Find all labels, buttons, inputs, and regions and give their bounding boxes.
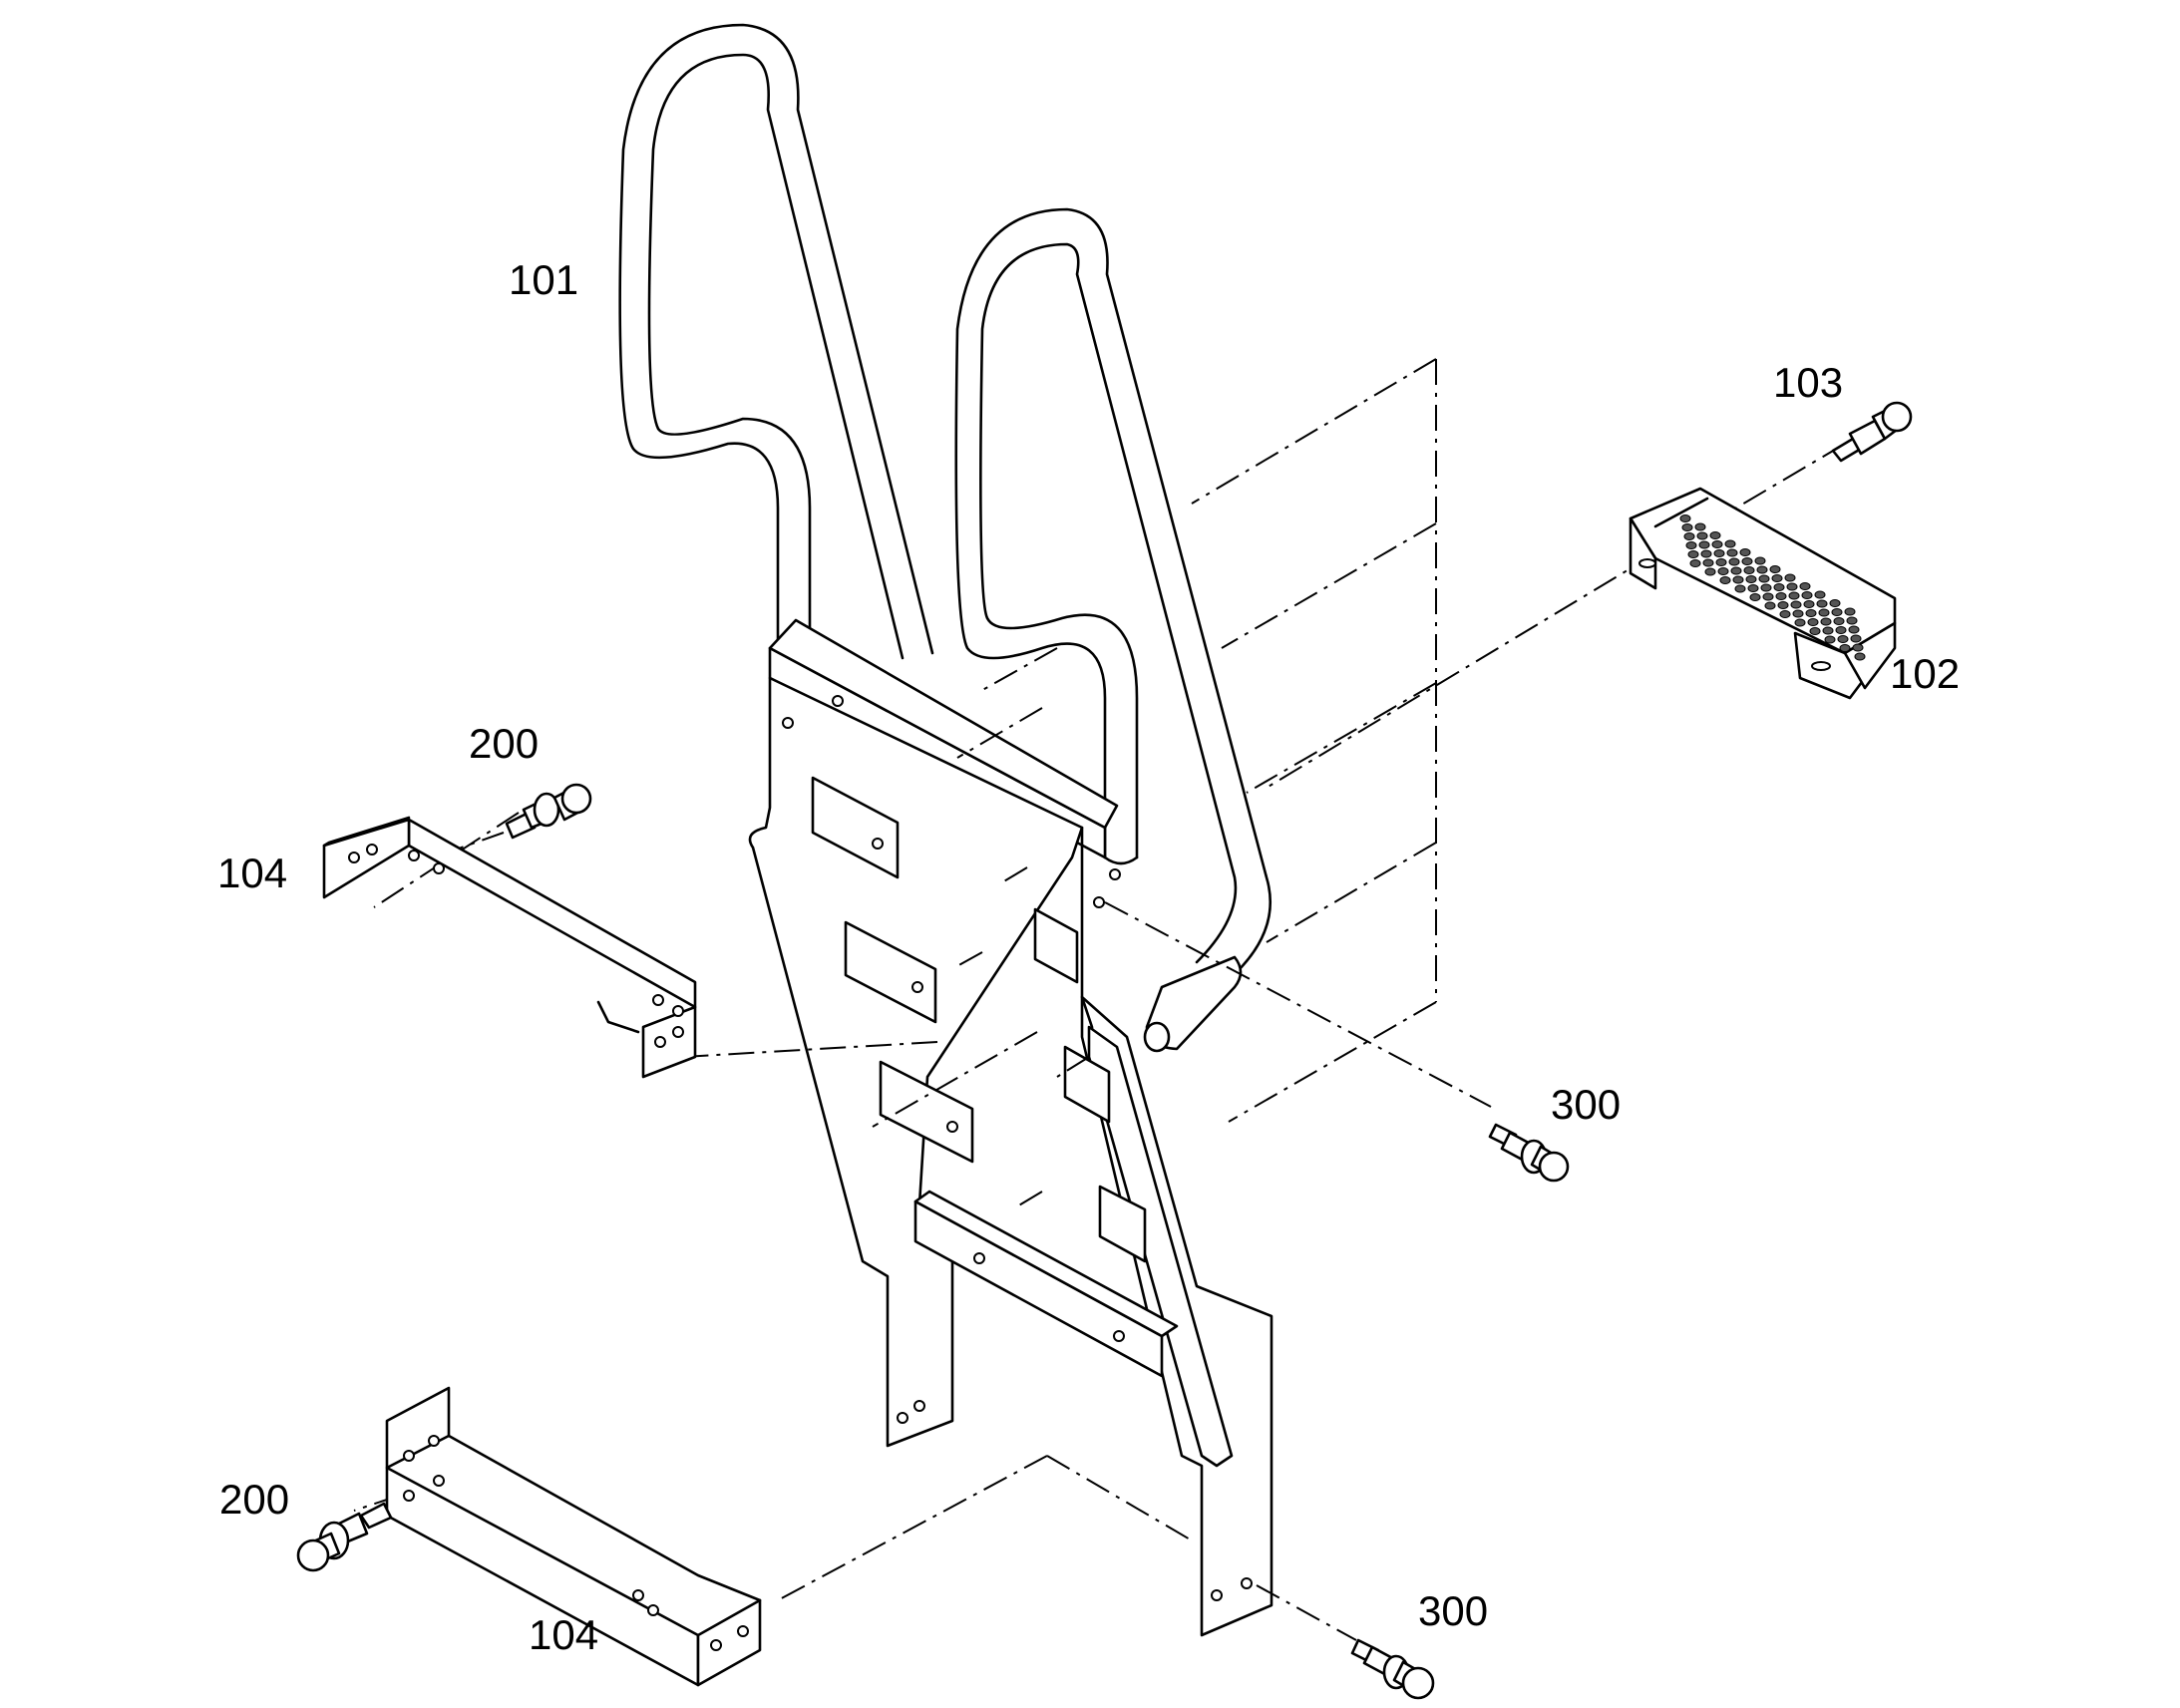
bolt-300-upper: [1488, 1123, 1570, 1183]
callout-200-upper: 200: [469, 720, 539, 767]
tread-hole: [1698, 540, 1710, 549]
tread-hole: [1854, 652, 1866, 661]
tread-hole: [1689, 559, 1701, 567]
tread-hole: [1814, 590, 1826, 599]
tread-hole: [1788, 591, 1800, 600]
tread-hole: [1715, 558, 1727, 566]
tread-hole: [1732, 575, 1744, 584]
tread-hole: [1848, 625, 1860, 634]
tread-hole: [1784, 573, 1796, 582]
tread-hole: [1816, 599, 1828, 608]
tread-hole: [1734, 584, 1746, 593]
step-tread-pattern: [1679, 514, 1866, 661]
tread-hole: [1779, 610, 1791, 618]
tread-hole: [1711, 540, 1723, 548]
tread-hole: [1850, 634, 1862, 643]
callout-200-lower: 200: [219, 1476, 289, 1523]
tread-hole: [1769, 565, 1781, 573]
callout-104-lower: 104: [529, 1611, 598, 1658]
tread-hole: [1837, 635, 1849, 643]
tread-hole: [1846, 616, 1858, 625]
tread-hole: [1741, 557, 1753, 565]
handrail-left: [618, 23, 934, 660]
tread-hole: [1833, 617, 1845, 625]
tread-hole: [1702, 558, 1714, 567]
callout-102: 102: [1890, 650, 1960, 697]
tread-hole: [1696, 531, 1708, 540]
tread-hole: [1790, 600, 1802, 609]
tread-hole: [1687, 550, 1699, 558]
tread-hole: [1822, 626, 1834, 635]
tread-hole: [1724, 539, 1736, 548]
bolt-200-lower: [296, 1502, 393, 1572]
callout-101: 101: [509, 256, 578, 303]
tread-hole: [1730, 566, 1742, 575]
callout-300-upper: 300: [1551, 1081, 1621, 1128]
callout-104-upper: 104: [217, 850, 287, 896]
tread-hole: [1756, 565, 1768, 574]
bolt-103: [1831, 401, 1913, 463]
tread-hole: [1679, 514, 1691, 522]
callout-300-lower: 300: [1418, 1587, 1488, 1634]
bolt-200-upper: [505, 783, 592, 840]
tread-hole: [1835, 626, 1847, 634]
handrail-right: [954, 207, 1272, 1053]
tread-hole: [1831, 608, 1843, 616]
tread-hole: [1719, 576, 1731, 584]
step-102: [1629, 487, 1897, 700]
tread-hole: [1704, 567, 1716, 576]
tread-hole: [1758, 574, 1770, 583]
tread-hole: [1700, 549, 1712, 558]
assembly-centerlines: [353, 358, 1846, 1641]
callout-103: 103: [1773, 359, 1843, 406]
tread-hole: [1803, 600, 1815, 608]
tread-hole: [1717, 567, 1729, 575]
tread-hole: [1824, 635, 1836, 644]
tread-hole: [1773, 583, 1785, 591]
tread-hole: [1745, 575, 1757, 583]
tread-hole: [1820, 617, 1832, 626]
tread-hole: [1739, 548, 1751, 556]
tread-hole: [1728, 557, 1740, 566]
tread-hole: [1792, 609, 1804, 618]
tread-hole: [1775, 592, 1787, 600]
tread-hole: [1747, 584, 1759, 592]
bracket-104-lower: [385, 1386, 762, 1687]
tread-hole: [1683, 532, 1695, 540]
tread-hole: [1713, 549, 1725, 557]
tread-hole: [1801, 591, 1813, 599]
tread-hole: [1799, 582, 1811, 590]
tread-hole: [1685, 541, 1697, 549]
tread-hole: [1709, 531, 1721, 539]
tread-hole: [1809, 627, 1821, 635]
tread-hole: [1794, 618, 1806, 627]
tread-hole: [1852, 643, 1864, 652]
bolt-300-lower: [1350, 1638, 1435, 1700]
tread-hole: [1771, 574, 1783, 582]
tread-hole: [1681, 523, 1693, 531]
tread-hole: [1805, 609, 1817, 617]
tread-hole: [1807, 618, 1819, 626]
bracket-104-upper: [322, 816, 697, 1079]
tread-hole: [1829, 599, 1841, 607]
tread-hole: [1786, 582, 1798, 591]
tread-hole: [1754, 556, 1766, 565]
tread-hole: [1743, 566, 1755, 574]
tread-hole: [1762, 592, 1774, 601]
tread-hole: [1749, 593, 1761, 601]
ladder-frame: [748, 618, 1273, 1637]
tread-hole: [1726, 548, 1738, 557]
tread-hole: [1760, 583, 1772, 592]
tread-hole: [1818, 608, 1830, 617]
tread-hole: [1764, 601, 1776, 610]
tread-hole: [1844, 607, 1856, 616]
tread-hole: [1777, 601, 1789, 609]
tread-hole: [1694, 522, 1706, 531]
tread-hole: [1839, 644, 1851, 652]
